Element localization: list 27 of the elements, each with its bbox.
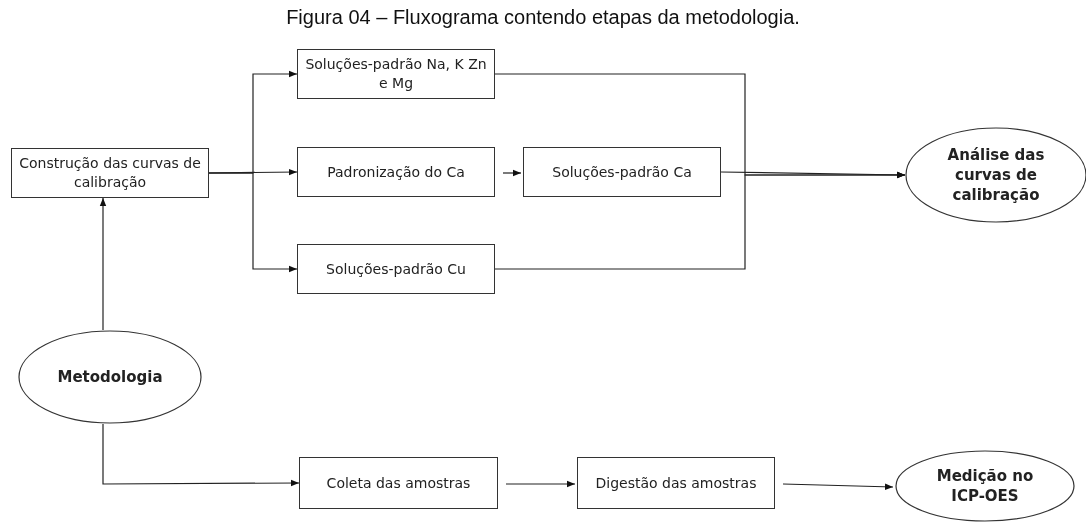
terminal-ellipse [18,330,202,424]
process-box [297,244,495,294]
arrow [99,197,107,331]
process-box [299,457,498,509]
figure-title: Figura 04 – Fluxograma contendo etapas da metodologia. [286,6,800,29]
node-label: Metodologia [56,366,164,388]
terminal-ellipse [895,450,1075,522]
arrow [208,172,298,273]
arrow [782,483,894,490]
process-box [297,49,495,99]
arrow [505,480,576,488]
node-label: Soluções-padrão Ca [551,162,693,182]
node-label: Soluções-padrão Cu [325,259,467,279]
arrow [502,169,522,177]
process-box [577,457,775,509]
process-box [11,148,209,198]
process-box [523,147,721,197]
arrow [494,171,906,270]
node-label: Soluções-padrão Na, K Zn e Mg [304,55,488,93]
node-label: Análise das curvas de calibração [946,144,1046,206]
node-label: Digestão das amostras [594,473,758,493]
node-label: Padronização do Ca [326,162,466,182]
node-label: Coleta das amostras [325,473,472,493]
arrow [102,423,300,487]
node-label: Medição no ICP-OES [935,465,1035,507]
node-label: Construção das curvas de calibração [18,154,202,192]
process-box [297,147,495,197]
